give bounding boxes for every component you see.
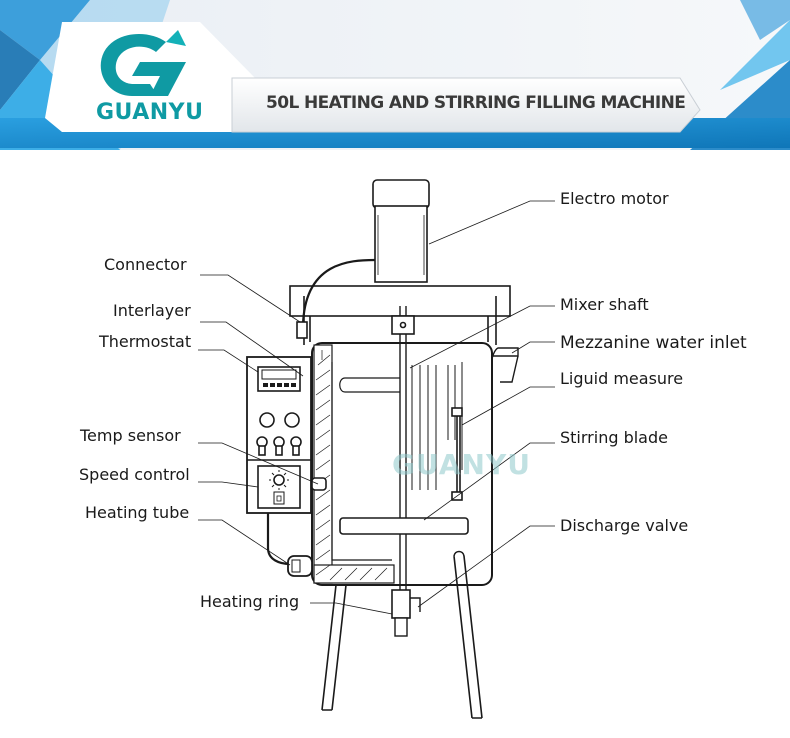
leader-lines-left xyxy=(198,274,393,615)
label-mixer-shaft: Mixer shaft xyxy=(560,295,649,314)
label-heating-tube: Heating tube xyxy=(85,503,190,522)
header-banner xyxy=(0,0,790,150)
stirring-blade-shape xyxy=(339,517,469,535)
discharge-valve-shape xyxy=(391,589,421,637)
watermark-text: GUANYU xyxy=(392,448,531,481)
page-title: 50L HEATING AND STIRRING FILLING MACHINE xyxy=(266,93,686,113)
label-thermostat: Thermostat xyxy=(99,332,192,351)
brand-logo-icon xyxy=(100,30,186,96)
label-speed-control: Speed control xyxy=(79,465,190,484)
label-stirring-blade: Stirring blade xyxy=(560,428,668,447)
brand-name: GUANYU xyxy=(96,100,204,125)
mixer-shaft-shape xyxy=(391,306,415,590)
label-liquid-measure: Liguid measure xyxy=(560,369,684,388)
label-heating-ring: Heating ring xyxy=(200,592,300,611)
label-discharge-valve: Discharge valve xyxy=(560,516,689,535)
electro-motor-shape xyxy=(372,179,430,283)
label-mezzanine-water-inlet: Mezzanine water inlet xyxy=(560,333,747,353)
temp-sensor-shape xyxy=(311,477,327,491)
legs-shape xyxy=(321,550,483,719)
water-inlet-pipe xyxy=(491,347,519,383)
leader-lines-right xyxy=(409,200,555,608)
label-interlayer: Interlayer xyxy=(113,301,191,320)
heating-tube-cable xyxy=(266,513,291,566)
label-electro-motor: Electro motor xyxy=(560,189,669,208)
connector-cable xyxy=(301,258,376,326)
label-temp-sensor: Temp sensor xyxy=(80,426,181,445)
control-box-shape xyxy=(246,356,312,514)
label-connector: Connector xyxy=(104,255,187,274)
